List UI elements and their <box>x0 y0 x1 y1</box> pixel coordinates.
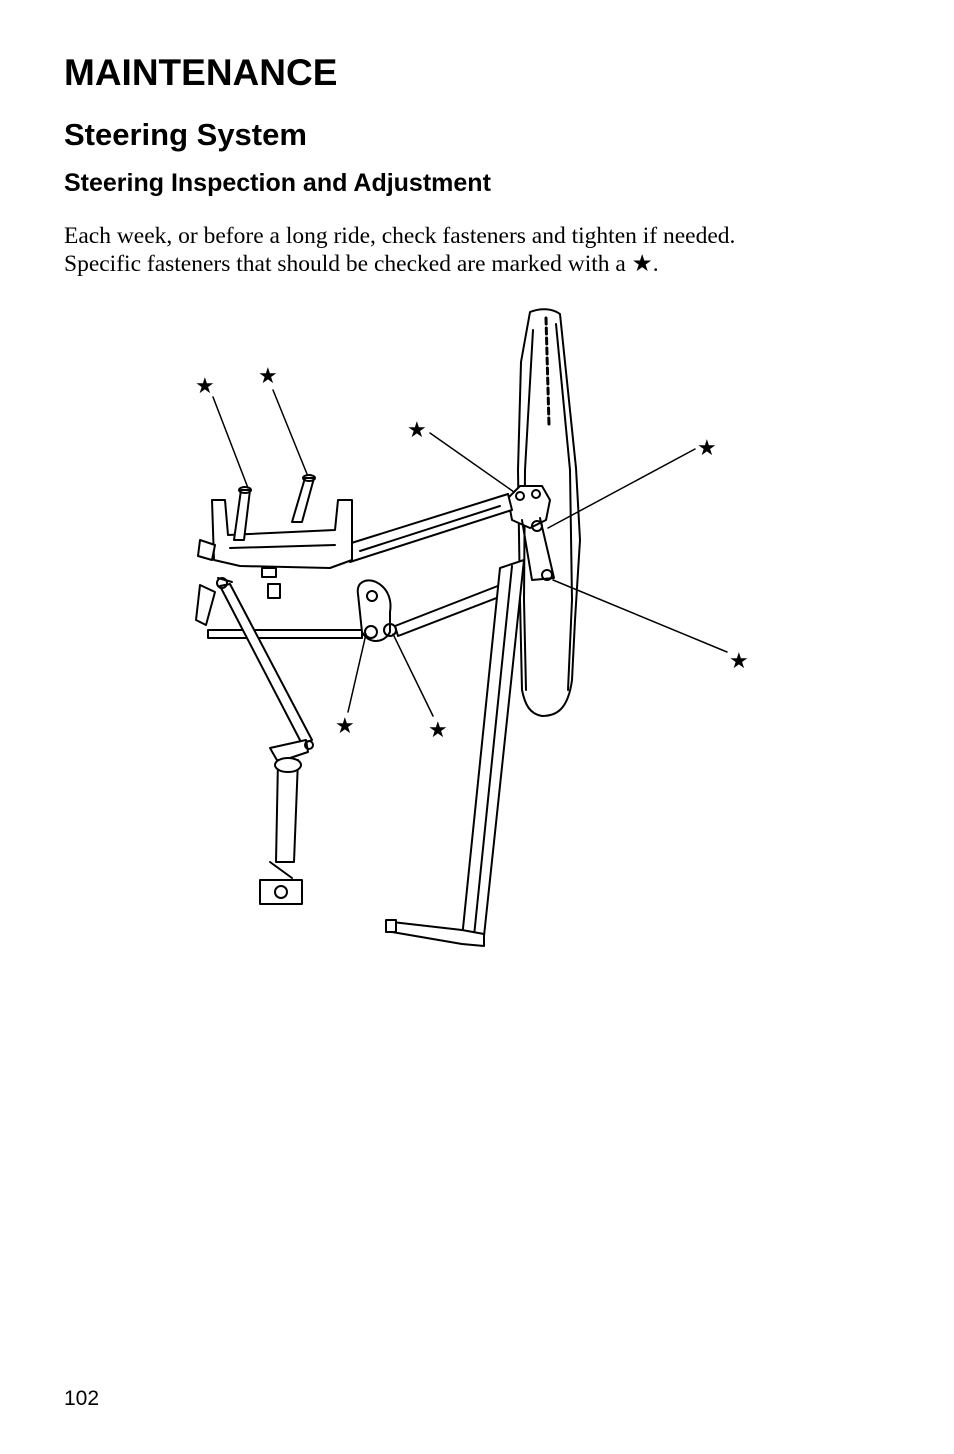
idler-arm <box>356 579 397 642</box>
handlebar-mounts <box>233 474 316 541</box>
body-line-2: Specific fasteners that should be checke… <box>64 251 659 277</box>
steering-rod <box>216 577 313 745</box>
sub-subsection-title: Steering Inspection and Adjustment <box>64 169 491 197</box>
radius-rod <box>385 559 525 947</box>
leader-lines <box>212 389 728 717</box>
body-paragraph: Each week, or before a long ride, check … <box>64 222 894 278</box>
frame <box>195 499 353 626</box>
subsection-title: Steering System <box>64 117 307 152</box>
upper-arm <box>344 493 513 563</box>
fastener-marker-star: ★ <box>335 714 355 739</box>
fastener-marker-star: ★ <box>195 374 215 399</box>
page-number: 102 <box>64 1387 100 1410</box>
fastener-marker-star: ★ <box>407 418 427 443</box>
steering-post <box>259 739 314 905</box>
spindle <box>507 485 555 581</box>
section-title: MAINTENANCE <box>64 52 338 93</box>
fastener-marker-star: ★ <box>729 649 749 674</box>
fastener-marker-star: ★ <box>258 364 278 389</box>
body-line-1: Each week, or before a long ride, check … <box>64 223 736 249</box>
fastener-marker-star: ★ <box>428 718 448 743</box>
fastener-marker-star: ★ <box>697 436 717 461</box>
